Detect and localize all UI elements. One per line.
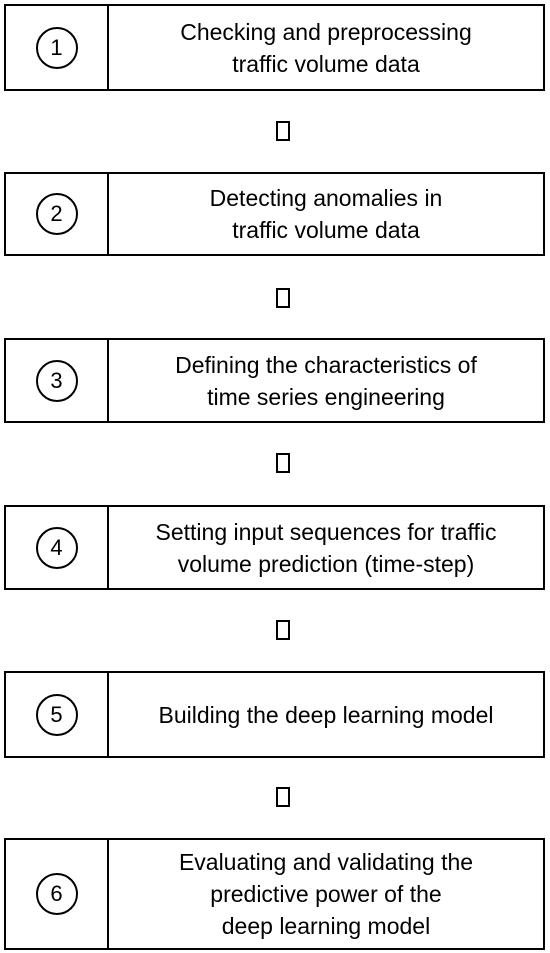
step-box-4: 4 Setting input sequences for traffic vo…	[4, 505, 545, 590]
step-box-1: 1 Checking and preprocessing traffic vol…	[4, 4, 545, 91]
step-number-cell: 5	[6, 673, 109, 756]
connector-glyph-icon	[276, 787, 290, 807]
step-number-circle: 6	[35, 873, 78, 915]
step-label: Detecting anomalies in traffic volume da…	[209, 185, 443, 243]
connector-glyph-icon	[276, 121, 290, 141]
step-box-2: 2 Detecting anomalies in traffic volume …	[4, 172, 545, 256]
step-number-circle: 5	[35, 693, 78, 736]
step-number-circle: 1	[35, 26, 78, 69]
step-label: Evaluating and validating the predictive…	[178, 849, 474, 939]
step-number-cell: 2	[6, 174, 109, 254]
step-number-circle: 4	[35, 526, 78, 569]
step-number-circle: 2	[35, 193, 78, 235]
step-number-cell: 3	[6, 340, 109, 421]
connector-glyph-icon	[276, 288, 290, 308]
connector-glyph-icon	[276, 620, 290, 640]
step-label: Setting input sequences for traffic volu…	[155, 518, 497, 577]
step-box-3: 3 Defining the characteristics of time s…	[4, 338, 545, 423]
step-box-5: 5 Building the deep learning model	[4, 671, 545, 758]
step-number-cell: 1	[6, 6, 109, 89]
connector-glyph-icon	[276, 453, 290, 473]
step-number-cell: 6	[6, 840, 109, 948]
step-box-6: 6 Evaluating and validating the predicti…	[4, 838, 545, 950]
step-label: Building the deep learning model	[158, 701, 494, 728]
step-label: Defining the characteristics of time ser…	[175, 351, 477, 410]
step-number-cell: 4	[6, 507, 109, 588]
step-number-circle: 3	[35, 359, 78, 402]
step-label: Checking and preprocessing traffic volum…	[180, 18, 472, 77]
